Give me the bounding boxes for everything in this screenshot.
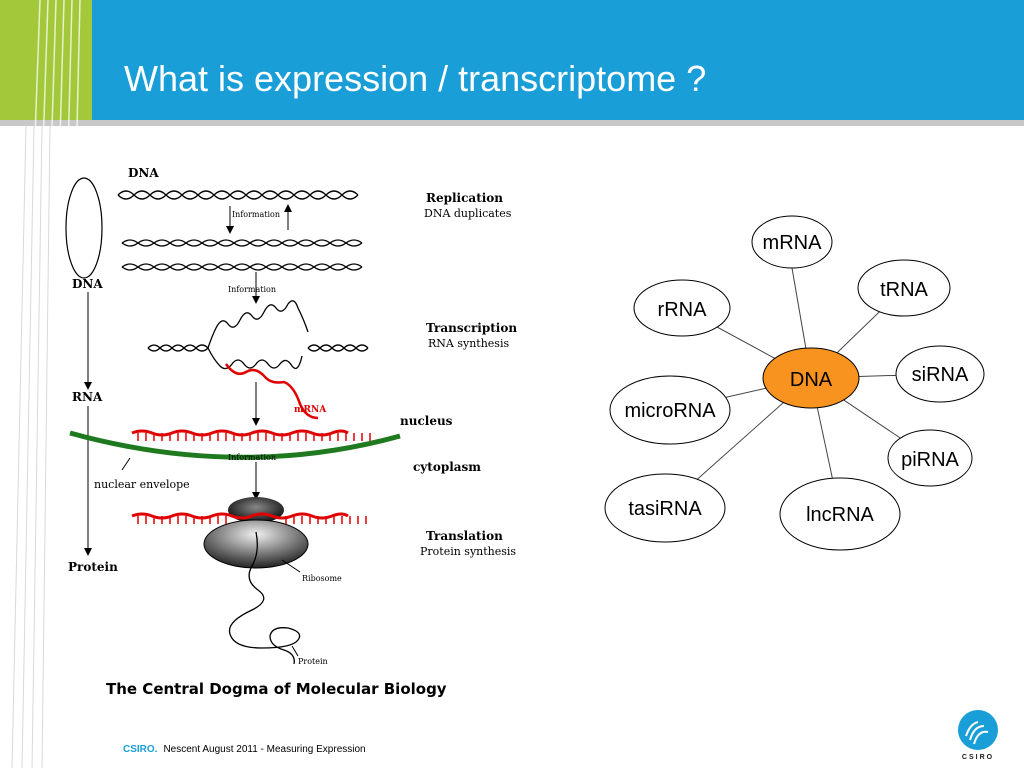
footer: CSIRO. Nescent August 2011 - Measuring Ex… (123, 744, 366, 755)
node-tasirna-label: tasiRNA (628, 498, 702, 520)
label-information-1: Information (232, 210, 280, 219)
label-ribosome: Ribosome (302, 574, 342, 583)
logo-text: CSIRO (962, 754, 994, 761)
label-dna-left: DNA (72, 277, 103, 291)
rna-network-diagram: mRNA tRNA rRNA siRNA microRNA piRNA tasi… (604, 215, 985, 551)
replication-loop (65, 177, 103, 279)
node-rrna-label: rRNA (658, 299, 708, 321)
label-protein-chain: Protein (298, 657, 328, 666)
label-mrna: mRNA (294, 405, 327, 415)
node-lncrna-label: lncRNA (806, 504, 874, 526)
nascent-mrna-strand (224, 363, 319, 420)
label-protein-left: Protein (68, 560, 118, 574)
replication-title: Replication (426, 191, 503, 205)
nuclear-envelope-line (69, 430, 401, 460)
header-bar (0, 0, 1024, 120)
footer-text: Nescent August 2011 - Measuring Expressi… (163, 744, 366, 755)
dna-helix-copy-2 (121, 263, 363, 271)
dna-center-shape (762, 347, 860, 409)
node-sirna-label: siRNA (912, 364, 969, 386)
ribosome-small-subunit (228, 497, 284, 523)
transcription-title: Transcription (426, 321, 517, 335)
label-nucleus: nucleus (400, 414, 453, 428)
nuclear-envelope-pointer (121, 457, 131, 471)
dna-transcription-bubble (147, 300, 369, 370)
decorative-lines (11, 0, 81, 768)
node-trna-label: tRNA (880, 279, 928, 301)
ribosome-pointer (281, 559, 301, 573)
node-pirna-label: piRNA (901, 449, 959, 471)
mrna-cytoplasm-bases (137, 516, 367, 524)
header-divider (0, 120, 1024, 126)
translation-title: Translation (426, 529, 503, 543)
node-microrna-label: microRNA (624, 400, 716, 422)
replication-subtitle: DNA duplicates (424, 207, 512, 220)
central-dogma-diagram: DNA DNA RNA Protein Information Replicat… (65, 166, 517, 666)
protein-chain (228, 531, 301, 665)
translation-subtitle: Protein synthesis (420, 545, 516, 558)
footer-brand: CSIRO. (123, 744, 158, 755)
label-information-2: Information (228, 285, 276, 294)
label-information-3: Information (228, 453, 276, 462)
label-rna-left: RNA (72, 390, 103, 404)
node-rrna: rRNA (633, 279, 731, 337)
dna-helix-original (117, 190, 359, 200)
ribosome-large-subunit (203, 519, 309, 569)
mrna-nucleus-bases (137, 433, 371, 441)
protein-pointer (291, 645, 299, 657)
node-dna-label: DNA (790, 369, 833, 391)
csiro-logo-icon: CSIRO (958, 710, 998, 761)
node-sirna: siRNA (895, 345, 985, 403)
label-nuclear-envelope: nuclear envelope (94, 478, 190, 491)
node-pirna: piRNA (887, 429, 973, 487)
node-microrna: microRNA (609, 375, 731, 445)
node-mrna: mRNA (751, 215, 833, 269)
transcription-subtitle: RNA synthesis (428, 337, 509, 350)
dna-helix-copy-1 (121, 239, 363, 247)
node-trna: tRNA (857, 259, 951, 317)
node-tasirna: tasiRNA (604, 473, 726, 543)
node-dna-center: DNA (762, 347, 860, 409)
slide-title: What is expression / transcriptome ? (124, 58, 707, 99)
label-cytoplasm: cytoplasm (413, 460, 481, 474)
node-mrna-label: mRNA (763, 232, 823, 254)
diagram-caption: The Central Dogma of Molecular Biology (106, 680, 447, 698)
mrna-nucleus (131, 429, 349, 437)
node-lncrna: lncRNA (779, 477, 901, 551)
label-dna-top: DNA (128, 166, 159, 180)
